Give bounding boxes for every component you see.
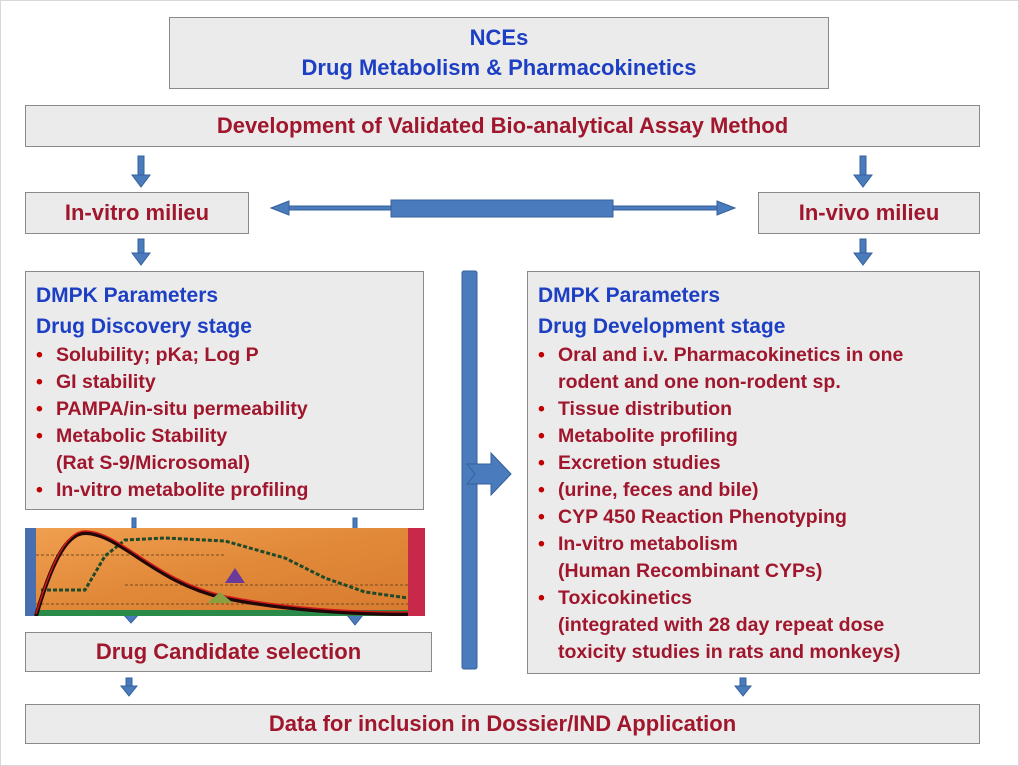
discovery-params-box: DMPK Parameters Drug Discovery stage •So… xyxy=(25,271,424,510)
candidate-label: Drug Candidate selection xyxy=(95,639,362,664)
right-chevron-arrow-icon xyxy=(465,451,512,497)
pk-curve-image xyxy=(25,528,425,616)
right-heading-1: DMPK Parameters xyxy=(538,284,721,307)
down-arrow-icon xyxy=(853,238,873,266)
list-item: •Excretion studies xyxy=(538,452,721,474)
invivo-label: In-vivo milieu xyxy=(798,200,940,225)
list-item: •(urine, feces and bile) xyxy=(538,479,759,501)
list-item: •Metabolic Stability(Rat S-9/Microsomal) xyxy=(36,425,250,474)
invitro-box: In-vitro milieu xyxy=(25,192,249,234)
dossier-box: Data for inclusion in Dossier/IND Applic… xyxy=(25,704,980,744)
down-arrow-icon xyxy=(119,677,139,697)
title-box: NCEs Drug Metabolism & Pharmacokinetics xyxy=(169,17,829,89)
down-arrow-icon xyxy=(131,238,151,266)
double-arrow-icon xyxy=(269,199,737,218)
left-heading-2: Drug Discovery stage xyxy=(36,315,252,338)
list-item: •Tissue distribution xyxy=(538,398,733,420)
list-item: •In-vitro metabolism(Human Recombinant C… xyxy=(538,533,823,582)
down-arrow-icon xyxy=(131,155,151,188)
down-arrow-icon xyxy=(131,517,137,529)
dossier-label: Data for inclusion in Dossier/IND Applic… xyxy=(268,711,737,736)
down-arrow-icon xyxy=(853,155,873,188)
right-heading-2: Drug Development stage xyxy=(538,315,786,338)
list-item: •Metabolite profiling xyxy=(538,425,738,447)
development-label: Development of Validated Bio-analytical … xyxy=(216,113,789,138)
list-item: •CYP 450 Reaction Phenotyping xyxy=(538,506,847,528)
development-box: Development of Validated Bio-analytical … xyxy=(25,105,980,147)
list-item: •Toxicokinetics(integrated with 28 day r… xyxy=(538,587,901,663)
invivo-box: In-vivo milieu xyxy=(758,192,980,234)
development-params-box: DMPK Parameters Drug Development stage •… xyxy=(527,271,980,674)
title-line-2: Drug Metabolism & Pharmacokinetics xyxy=(301,55,697,80)
list-item: •Solubility; pKa; Log P xyxy=(36,344,259,366)
left-heading-1: DMPK Parameters xyxy=(36,284,219,307)
down-arrow-icon xyxy=(733,677,753,697)
list-item: •In-vitro metabolite profiling xyxy=(36,479,309,501)
list-item: •GI stability xyxy=(36,371,156,393)
candidate-box: Drug Candidate selection xyxy=(25,632,432,672)
invitro-label: In-vitro milieu xyxy=(64,200,210,225)
list-item: •PAMPA/in-situ permeability xyxy=(36,398,308,420)
title-line-1: NCEs xyxy=(469,25,529,50)
